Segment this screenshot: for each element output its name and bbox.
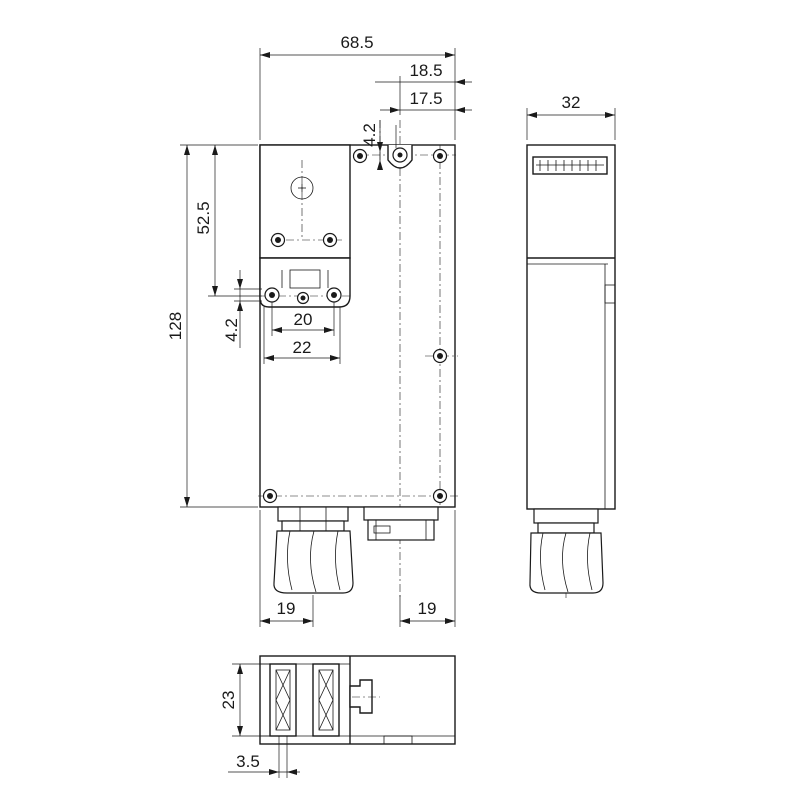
dim-head-height: 52.5 xyxy=(194,201,213,234)
screw-icon xyxy=(432,148,448,164)
dim-gland-right-offset: 19 xyxy=(418,599,437,618)
screw-icon xyxy=(296,291,310,305)
dim-bottom-slot-width: 23 xyxy=(219,691,238,710)
side-view xyxy=(526,144,616,600)
screw-icon xyxy=(352,148,368,164)
indicator-window xyxy=(532,156,608,175)
cable-gland xyxy=(529,508,604,594)
dim-mount-hole-slot: 4.2 xyxy=(222,318,241,342)
slot-right xyxy=(312,663,340,737)
connector xyxy=(363,506,439,541)
slot-left xyxy=(269,663,297,737)
front-view xyxy=(258,120,458,600)
screw-icon xyxy=(432,348,448,364)
screw-icon xyxy=(392,147,408,163)
side-housing xyxy=(526,144,616,510)
screw-icon xyxy=(326,287,342,303)
dim-total-height: 128 xyxy=(166,312,185,340)
dim-head-slot: 4.2 xyxy=(360,123,379,147)
dim-side-depth: 32 xyxy=(562,93,581,112)
dimension-lines: 68.5 18.5 17.5 4.2 32 128 xyxy=(166,33,616,778)
dim-bottom-edge-offset: 3.5 xyxy=(236,752,260,771)
dim-total-width: 68.5 xyxy=(340,33,373,52)
dim-head-hole-offset: 17.5 xyxy=(409,89,442,108)
dim-hole-spacing-inner: 20 xyxy=(294,310,313,329)
dim-gland-left-offset: 19 xyxy=(277,599,296,618)
screw-icon xyxy=(322,232,338,248)
latch-tab xyxy=(349,679,373,714)
cable-gland xyxy=(273,506,354,594)
bottom-view xyxy=(259,655,456,745)
screw-icon xyxy=(432,488,448,504)
dim-hole-spacing-outer: 22 xyxy=(293,338,312,357)
screw-icon xyxy=(262,488,278,504)
screw-icon xyxy=(264,287,280,303)
dim-head-right-offset: 18.5 xyxy=(409,61,442,80)
actuator-slot xyxy=(289,269,321,289)
screw-icon xyxy=(270,232,286,248)
